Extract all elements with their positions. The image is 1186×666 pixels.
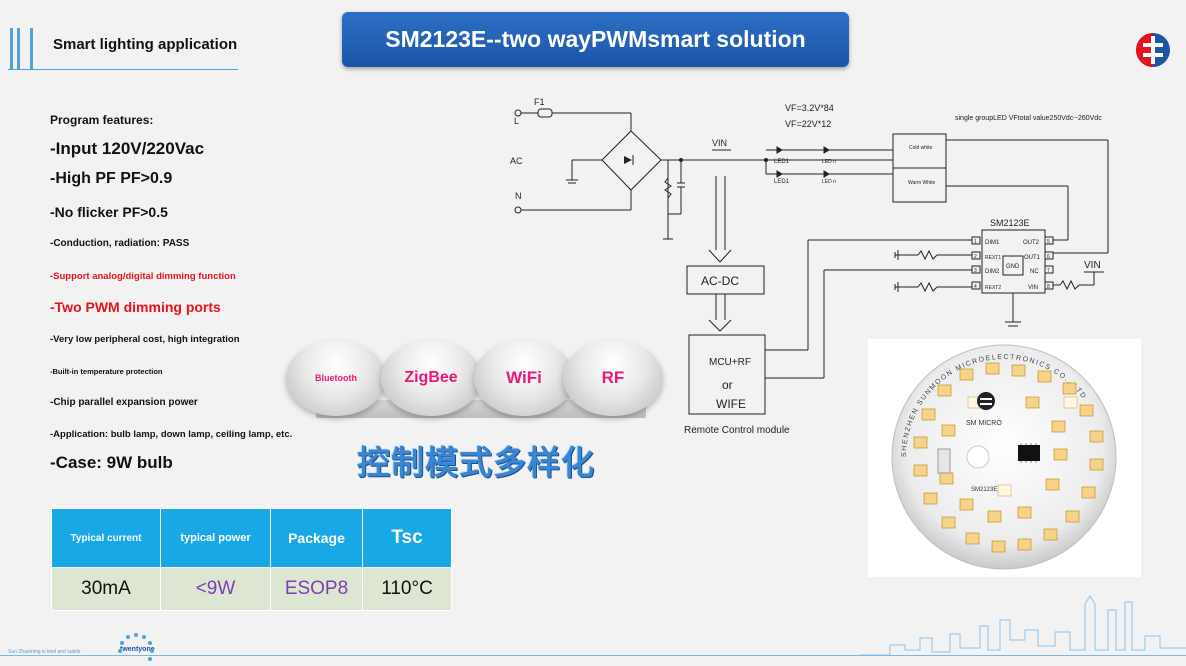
pin-number: 3 <box>974 268 977 274</box>
pin-label: OUT2 <box>1023 240 1040 246</box>
remote-label: Remote Control module <box>684 425 790 436</box>
acdc-label: AC-DC <box>701 274 739 288</box>
warm-white-label: Warm White <box>908 180 936 186</box>
company-logo-icon <box>1136 33 1170 67</box>
pin-label: REXT2 <box>985 285 1001 291</box>
pin-label: DIM2 <box>985 269 1000 275</box>
mcu-line-3: WIFE <box>716 397 746 411</box>
mcu-line-1: MCU+RF <box>709 357 751 368</box>
features-heading: Program features: <box>50 113 154 127</box>
table-header: typical power <box>160 508 271 568</box>
pin-label: REXT1 <box>985 255 1001 261</box>
feature-item: -Input 120V/220Vac <box>50 139 205 158</box>
control-mode-wifi: WiFi <box>474 340 574 416</box>
control-mode-rf: RF <box>563 340 663 416</box>
feature-item: -No flicker PF>0.5 <box>50 204 168 220</box>
table-cell: 30mA <box>51 567 161 611</box>
vf-label-2: VF=22V*12 <box>785 119 831 129</box>
pin-label: VIN <box>1028 285 1038 291</box>
board-chip-mark: SM2123E <box>971 487 997 493</box>
led-board-photo: SHENZHEN SUNMOON MICROELECTRONICS CO., L… <box>891 344 1117 570</box>
pin-number: 5 <box>1047 239 1050 245</box>
table-header: Package <box>270 508 363 568</box>
vf-label-1: VF=3.2V*84 <box>785 103 834 113</box>
spec-table: Typical current typical power Package Ts… <box>51 508 452 611</box>
ac-label: AC <box>510 156 523 166</box>
neutral-label: N <box>515 191 522 201</box>
feature-item: -Built-in temperature protection <box>50 367 163 376</box>
slide-title: SM2123E--two wayPWMsmart solution <box>342 12 849 67</box>
feature-item: -Support analog/digital dimming function <box>50 271 236 282</box>
feature-item: -Two PWM dimming ports <box>50 299 221 315</box>
control-mode-zigbee: ZigBee <box>381 340 481 416</box>
feature-item: -Case: 9W bulb <box>50 453 173 472</box>
gnd-label: GND <box>1006 264 1020 270</box>
feature-item: -Application: bulb lamp, down lamp, ceil… <box>50 429 293 440</box>
line-label: L <box>514 116 519 126</box>
pin-number: 4 <box>974 284 977 290</box>
feature-item: -Chip parallel expansion power <box>50 397 198 408</box>
control-banner: 控制模式多样化 <box>357 443 595 482</box>
pin-number: 1 <box>974 239 977 245</box>
pin-number: 6 <box>1047 254 1050 260</box>
control-mode-bluetooth: Bluetooth <box>286 340 386 416</box>
led-label: LED n <box>822 159 836 165</box>
feature-item: -Conduction, radiation: PASS <box>50 238 190 249</box>
footer-brand: twentyone <box>120 646 155 653</box>
led-label: LED1 <box>774 179 790 185</box>
table-cell: <9W <box>160 567 271 611</box>
fuse-label: F1 <box>534 97 545 107</box>
feature-item: -Very low peripheral cost, high integrat… <box>50 334 240 345</box>
group-note: single groupLED VFtotal value250Vdc--260… <box>955 115 1102 122</box>
led-label: LED1 <box>774 159 790 165</box>
section-title: Smart lighting application <box>53 36 238 53</box>
pin-label: NC <box>1030 269 1039 275</box>
vin-right-label: VIN <box>1084 260 1101 271</box>
led-label: LED n <box>822 179 836 185</box>
footer-text: Sun Zhaoming is kind and subtle <box>8 649 81 655</box>
pin-label: DIM1 <box>985 240 1000 246</box>
table-header: Typical current <box>51 508 161 568</box>
vin-label: VIN <box>712 138 727 148</box>
table-cell: 110°C <box>362 567 452 611</box>
city-skyline-illustration <box>860 595 1186 656</box>
chip-name: SM2123E <box>990 218 1030 228</box>
feature-item: -High PF PF>0.9 <box>50 170 173 187</box>
mcu-line-2: or <box>722 378 733 392</box>
pin-label: OUT1 <box>1024 255 1041 261</box>
table-cell: ESOP8 <box>270 567 363 611</box>
board-brand: SM MICRO <box>966 420 1002 427</box>
header-underline <box>8 69 238 70</box>
pin-number: 8 <box>1047 284 1050 290</box>
pin-number: 7 <box>1047 268 1050 274</box>
pin-number: 2 <box>974 254 977 260</box>
cold-white-label: Cold white <box>909 145 933 151</box>
footer-line <box>0 655 1186 656</box>
footer-dots-logo <box>118 633 154 661</box>
